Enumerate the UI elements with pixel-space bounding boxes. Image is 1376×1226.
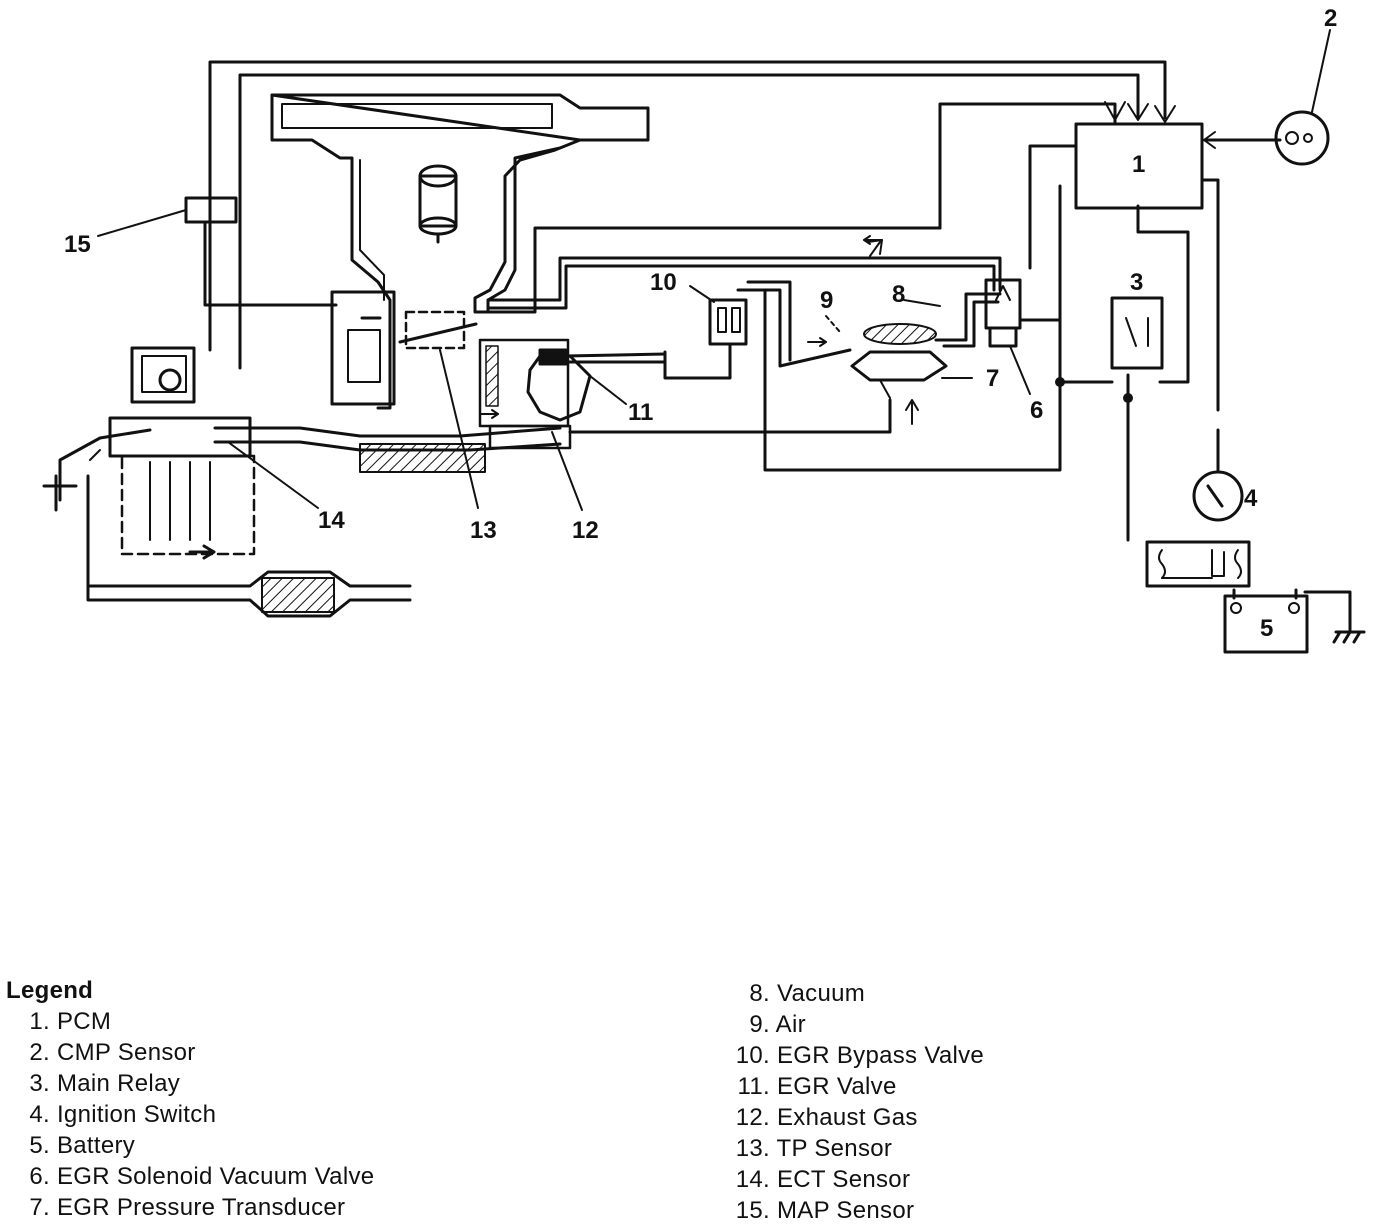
legend-item: 11. EGR Valve bbox=[737, 1073, 897, 1100]
callout-11: 11 bbox=[628, 399, 653, 426]
ignition-switch bbox=[1192, 470, 1244, 522]
legend-item: 1. PCM bbox=[29, 1008, 112, 1035]
egr-bypass-valve bbox=[708, 298, 748, 346]
callout-6: 6 bbox=[1030, 397, 1043, 424]
legend-item: 3. Main Relay bbox=[29, 1070, 181, 1097]
callout-7: 7 bbox=[986, 365, 999, 392]
flow-arrows bbox=[479, 235, 883, 419]
battery bbox=[1223, 588, 1309, 654]
callout-2: 2 bbox=[1324, 5, 1337, 32]
catalytic-converter bbox=[42, 428, 412, 618]
egr-passage bbox=[478, 338, 732, 428]
callout-1: 1 bbox=[1132, 151, 1145, 178]
callout-numbers: 1 2 3 4 5 6 7 8 9 10 11 12 13 14 15 bbox=[64, 5, 1337, 642]
legend-item: 12. Exhaust Gas bbox=[735, 1104, 918, 1131]
callout-5: 5 bbox=[1260, 615, 1273, 642]
legend-item: 8. Vacuum bbox=[749, 980, 866, 1007]
legend-column-left: Legend 1. PCM 2. CMP Sensor 3. Main Rela… bbox=[6, 975, 606, 1223]
cmp-sensor bbox=[1274, 110, 1330, 166]
pcm-box bbox=[1074, 101, 1216, 210]
legend-item: 4. Ignition Switch bbox=[29, 1101, 217, 1128]
callout-3: 3 bbox=[1130, 269, 1143, 296]
legend-item: 7. EGR Pressure Transducer bbox=[29, 1194, 346, 1221]
egr-solenoid-vacuum-valve bbox=[984, 278, 1022, 348]
callout-13: 13 bbox=[470, 517, 497, 544]
legend-column-right: 8. Vacuum 9. Air 10. EGR Bypass Valve 11… bbox=[730, 978, 1330, 1226]
legend-item: 14. ECT Sensor bbox=[735, 1166, 911, 1193]
legend-item: 10. EGR Bypass Valve bbox=[735, 1042, 985, 1069]
legend-item: 9. Air bbox=[749, 1011, 806, 1038]
egr-system-diagram: 1 2 3 4 5 6 7 8 9 10 11 12 13 14 15 bbox=[42, 5, 1366, 654]
wiring-harness bbox=[203, 60, 1366, 644]
legend-item: 2. CMP Sensor bbox=[29, 1039, 196, 1066]
vacuum-hoses bbox=[486, 239, 1002, 368]
fuse-box bbox=[1145, 540, 1251, 588]
callout-12: 12 bbox=[572, 517, 599, 544]
wire-junctions bbox=[1055, 377, 1133, 403]
callout-8: 8 bbox=[892, 281, 905, 308]
callout-leaders bbox=[97, 29, 1331, 511]
intake-manifold bbox=[270, 93, 650, 410]
air-filter bbox=[418, 164, 458, 244]
legend-item: 5. Battery bbox=[29, 1132, 136, 1159]
egr-pressure-transducer bbox=[850, 323, 948, 399]
callout-10: 10 bbox=[650, 269, 677, 296]
main-relay bbox=[1110, 296, 1164, 370]
callout-15: 15 bbox=[64, 231, 91, 258]
legend-item: 15. MAP Sensor bbox=[735, 1197, 915, 1224]
callout-14: 14 bbox=[318, 507, 345, 534]
engine-block bbox=[108, 346, 256, 560]
legend-title: Legend bbox=[6, 977, 94, 1004]
throttle-body bbox=[330, 290, 478, 406]
callout-9: 9 bbox=[820, 287, 833, 314]
legend-item: 6. EGR Solenoid Vacuum Valve bbox=[29, 1163, 375, 1190]
legend-item: 13. TP Sensor bbox=[735, 1135, 893, 1162]
callout-4: 4 bbox=[1244, 485, 1258, 512]
exhaust-pipe bbox=[213, 398, 919, 473]
